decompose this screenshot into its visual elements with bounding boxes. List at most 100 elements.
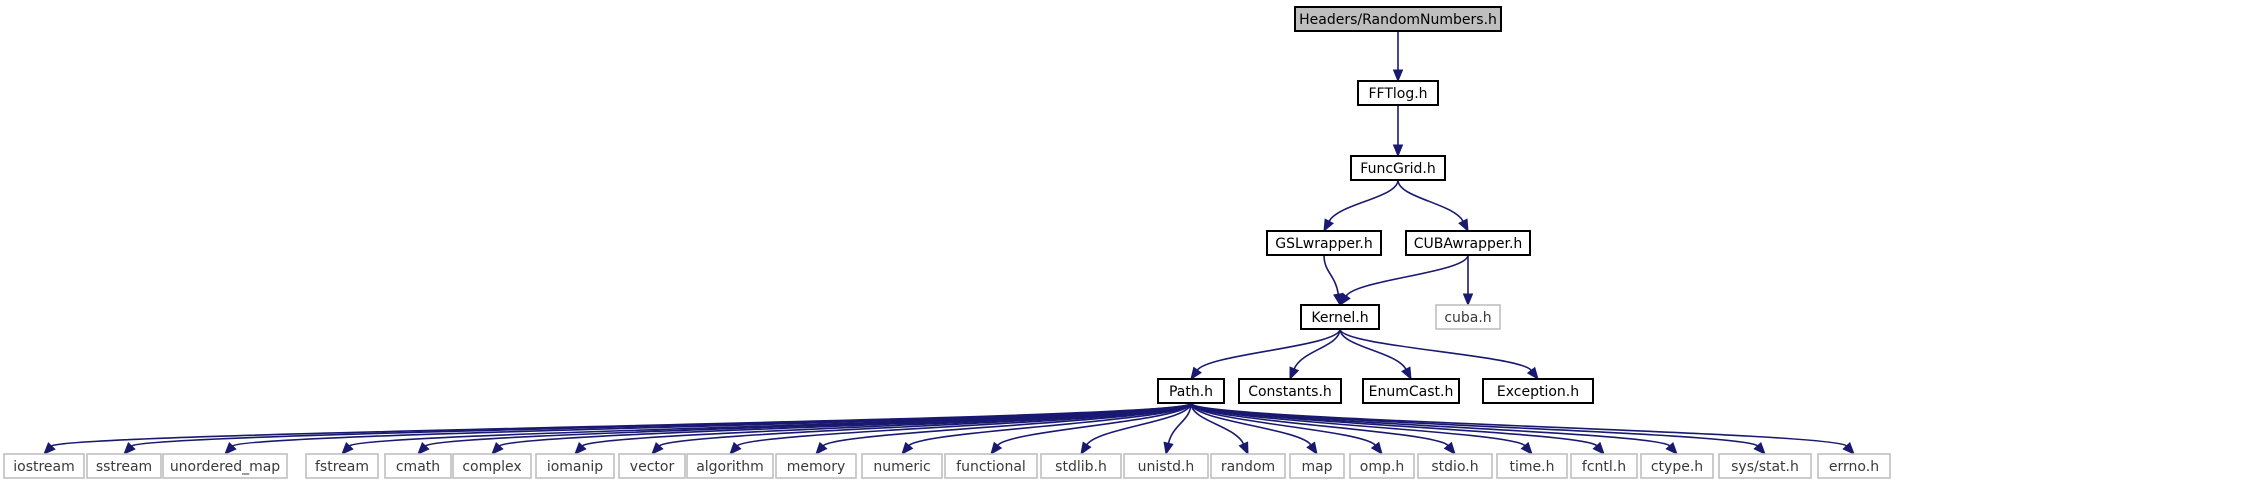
node-box (1405, 230, 1531, 256)
node-exception[interactable]: Exception.h (1482, 378, 1594, 404)
node-box (305, 453, 379, 479)
node-box (1350, 155, 1446, 181)
edge-line (822, 402, 1192, 447)
node-enumcast[interactable]: EnumCast.h (1362, 378, 1460, 404)
node-box (1266, 230, 1382, 256)
node-fftlog[interactable]: FFTlog.h (1357, 80, 1439, 106)
edge-line (736, 402, 1192, 447)
node-iomanip[interactable]: iomanip (535, 453, 615, 479)
node-label: unistd.h (1138, 459, 1195, 475)
arrowhead-icon (1370, 441, 1383, 456)
edge-line (1328, 179, 1399, 222)
arrowhead-icon (1306, 441, 1318, 456)
node-ctype[interactable]: ctype.h (1640, 453, 1714, 479)
arrowhead-icon (1392, 144, 1404, 158)
node-box (618, 453, 686, 479)
node-map[interactable]: map (1289, 453, 1345, 479)
edge-line (1397, 179, 1464, 222)
node-box (1817, 453, 1891, 479)
node-stdlib[interactable]: stdlib.h (1040, 453, 1122, 479)
node-label: cuba.h (1444, 310, 1491, 326)
node-label: errno.h (1829, 459, 1879, 475)
node-label: functional (956, 459, 1026, 475)
edge-line (908, 402, 1192, 447)
node-box (1157, 378, 1225, 404)
node-label: FFTlog.h (1368, 86, 1427, 102)
node-errno[interactable]: errno.h (1817, 453, 1891, 479)
edge-line (1086, 402, 1192, 446)
arrowhead-icon (1339, 292, 1351, 307)
node-path[interactable]: Path.h (1157, 378, 1225, 404)
node-cubawrapper[interactable]: CUBAwrapper.h (1405, 230, 1531, 256)
edge-path-to-omp (1190, 402, 1383, 456)
node-box (1640, 453, 1714, 479)
node-label: algorithm (696, 459, 764, 475)
node-algorithm[interactable]: algorithm (686, 453, 774, 479)
node-cuba[interactable]: cuba.h (1435, 304, 1501, 330)
arrowhead-icon (1592, 441, 1605, 455)
arrowhead-icon (1665, 441, 1678, 455)
node-label: Constants.h (1248, 384, 1332, 400)
node-fcntl[interactable]: fcntl.h (1570, 453, 1638, 479)
node-label: iostream (13, 459, 75, 475)
arrowhead-icon (1443, 441, 1456, 456)
node-unistd[interactable]: unistd.h (1123, 453, 1209, 479)
node-random[interactable]: random (1210, 453, 1286, 479)
edge-path-to-numeric (901, 402, 1192, 456)
node-constants[interactable]: Constants.h (1238, 378, 1342, 404)
edge-path-to-map (1190, 402, 1318, 456)
node-omp[interactable]: omp.h (1349, 453, 1415, 479)
node-sstream[interactable]: sstream (86, 453, 162, 479)
node-cmath[interactable]: cmath (384, 453, 452, 479)
node-unordered_map[interactable]: unordered_map (162, 453, 288, 479)
arrowhead-icon (1163, 441, 1174, 456)
node-kernel[interactable]: Kernel.h (1300, 304, 1380, 330)
node-funcgrid[interactable]: FuncGrid.h (1350, 155, 1446, 181)
arrowhead-icon (574, 441, 587, 455)
node-box (1435, 304, 1501, 330)
node-functional[interactable]: functional (944, 453, 1038, 479)
node-stdio[interactable]: stdio.h (1417, 453, 1493, 479)
edge-gslwrapper-to-kernel (1323, 254, 1344, 307)
node-box (861, 453, 943, 479)
node-gslwrapper[interactable]: GSLwrapper.h (1266, 230, 1382, 256)
node-label: FuncGrid.h (1360, 161, 1435, 177)
node-box (1294, 6, 1502, 32)
edges-layer (43, 31, 1855, 456)
node-label: numeric (873, 459, 930, 475)
node-label: stdlib.h (1055, 459, 1107, 475)
node-box (1123, 453, 1209, 479)
node-complex[interactable]: complex (452, 453, 532, 479)
node-root[interactable]: Headers/RandomNumbers.h (1294, 6, 1502, 32)
node-box (775, 453, 857, 479)
edge-line (1339, 328, 1407, 370)
arrowhead-icon (123, 442, 136, 455)
node-label: GSLwrapper.h (1275, 236, 1373, 252)
arrowhead-icon (417, 442, 430, 455)
arrowhead-icon (341, 442, 354, 455)
arrowhead-icon (43, 442, 56, 455)
node-vector[interactable]: vector (618, 453, 686, 479)
node-box (1238, 378, 1342, 404)
arrowhead-icon (1520, 441, 1533, 456)
edge-kernel-to-constants (1289, 328, 1341, 381)
edge-funcgrid-to-gslwrapper (1323, 179, 1399, 233)
node-label: omp.h (1360, 459, 1404, 475)
node-numeric[interactable]: numeric (861, 453, 943, 479)
node-label: vector (630, 459, 675, 475)
node-fstream[interactable]: fstream (305, 453, 379, 479)
node-label: sys/stat.h (1731, 459, 1799, 475)
node-sysstat[interactable]: sys/stat.h (1718, 453, 1812, 479)
node-box (1289, 453, 1345, 479)
node-time[interactable]: time.h (1496, 453, 1568, 479)
node-label: map (1301, 459, 1332, 475)
edge-line (1190, 402, 1449, 447)
node-label: unordered_map (170, 459, 280, 475)
node-memory[interactable]: memory (775, 453, 857, 479)
arrowhead-icon (491, 442, 504, 455)
node-box (1482, 378, 1594, 404)
node-label: ctype.h (1651, 459, 1703, 475)
edge-cubawrapper-to-cuba (1462, 255, 1474, 307)
node-label: random (1221, 459, 1275, 475)
node-iostream[interactable]: iostream (3, 453, 85, 479)
